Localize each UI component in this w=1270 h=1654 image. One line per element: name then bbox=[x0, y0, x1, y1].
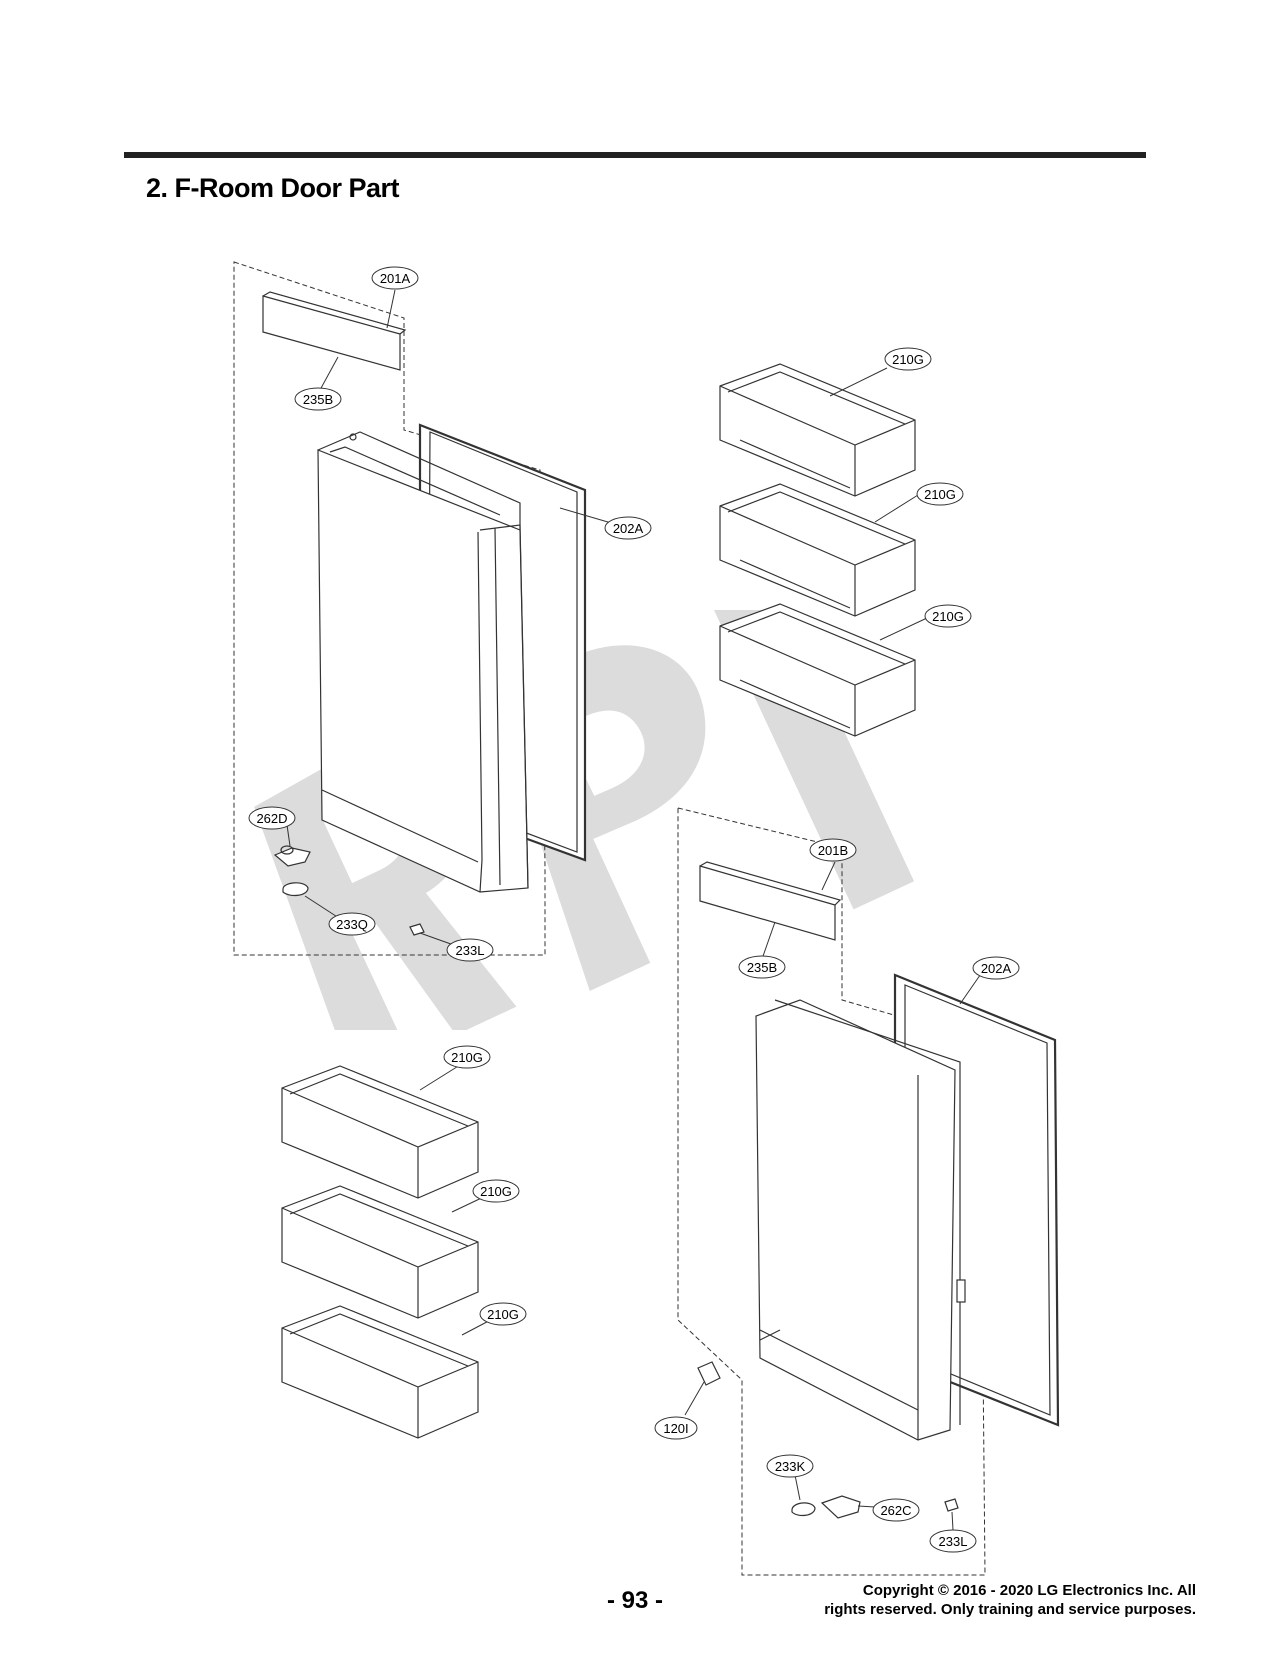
svg-text:210G: 210G bbox=[480, 1184, 512, 1199]
right-door-body bbox=[755, 999, 966, 1441]
svg-text:262C: 262C bbox=[880, 1503, 911, 1518]
callout-262C: 262C bbox=[872, 1498, 920, 1522]
svg-text:233L: 233L bbox=[939, 1534, 968, 1549]
left-bottom-baskets bbox=[281, 1065, 479, 1439]
callout-201B: 201B bbox=[809, 838, 857, 862]
copyright-line-1: Copyright © 2016 - 2020 LG Electronics I… bbox=[862, 1582, 1196, 1599]
callout-210G-lb2: 210G bbox=[472, 1179, 520, 1203]
callout-235B-right: 235B bbox=[738, 955, 786, 979]
svg-text:235B: 235B bbox=[747, 960, 777, 975]
right-top-baskets bbox=[719, 363, 916, 737]
left-hinge-parts bbox=[273, 845, 425, 936]
svg-text:201A: 201A bbox=[380, 271, 411, 286]
callout-233L-left: 233L bbox=[446, 938, 494, 962]
callout-labels: 201A 235B 202A 262D 233Q 233L 210G 210G bbox=[248, 266, 1020, 1553]
callout-233K: 233K bbox=[766, 1454, 814, 1478]
right-hinge-parts bbox=[697, 1361, 959, 1519]
svg-text:202A: 202A bbox=[613, 521, 644, 536]
callout-202A-left: 202A bbox=[604, 516, 652, 540]
callout-210G-lb1: 210G bbox=[443, 1045, 491, 1069]
callout-202A-right: 202A bbox=[972, 956, 1020, 980]
svg-text:262D: 262D bbox=[256, 811, 287, 826]
callout-120I: 120I bbox=[654, 1416, 698, 1440]
svg-text:210G: 210G bbox=[487, 1307, 519, 1322]
callout-210G-rt2: 210G bbox=[916, 482, 964, 506]
right-cap-trim-part bbox=[699, 861, 842, 941]
left-door-body bbox=[317, 431, 529, 893]
svg-text:120I: 120I bbox=[663, 1421, 688, 1436]
svg-text:201B: 201B bbox=[818, 843, 848, 858]
callout-210G-lb3: 210G bbox=[479, 1302, 527, 1326]
svg-text:233L: 233L bbox=[456, 943, 485, 958]
svg-text:210G: 210G bbox=[924, 487, 956, 502]
header-rule bbox=[124, 152, 1146, 158]
callout-235B-left: 235B bbox=[294, 387, 342, 411]
section-title: 2. F-Room Door Part bbox=[146, 173, 400, 203]
callout-262D: 262D bbox=[248, 806, 296, 830]
callout-201A: 201A bbox=[371, 266, 419, 290]
left-cap-trim-part bbox=[262, 291, 407, 371]
svg-text:202A: 202A bbox=[981, 961, 1012, 976]
svg-text:233Q: 233Q bbox=[336, 917, 368, 932]
callout-233Q: 233Q bbox=[328, 912, 376, 936]
copyright-line-2: rights reserved. Only training and servi… bbox=[824, 1601, 1196, 1618]
svg-text:210G: 210G bbox=[892, 352, 924, 367]
callout-210G-rt1: 210G bbox=[884, 347, 932, 371]
callout-210G-rt3: 210G bbox=[924, 604, 972, 628]
copyright-notice: Copyright © 2016 - 2020 LG Electronics I… bbox=[770, 1581, 1196, 1619]
page-number: - 93 - bbox=[606, 1587, 663, 1614]
svg-text:235B: 235B bbox=[303, 392, 333, 407]
svg-text:210G: 210G bbox=[932, 609, 964, 624]
svg-text:233K: 233K bbox=[775, 1459, 806, 1474]
callout-233L-right: 233L bbox=[929, 1529, 977, 1553]
svg-text:210G: 210G bbox=[451, 1050, 483, 1065]
